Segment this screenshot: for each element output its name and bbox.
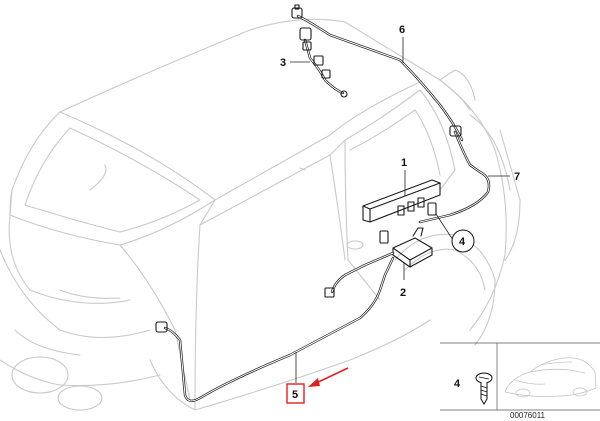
antenna-lead-harness [299,27,348,98]
callout-2: 2 [400,287,406,299]
antenna-tuner-unit [392,227,433,268]
rear-antenna-cable [418,125,491,224]
diagram-id: 00076011 [510,411,546,420]
antenna-amplifier [362,179,441,244]
screw-icon [475,372,493,405]
inset-panel: 4 00076011 [440,342,600,420]
highlight-arrow [308,367,349,387]
car-thumbnail-icon [504,357,597,398]
callout-6: 6 [399,24,405,36]
callout-7: 7 [514,171,520,183]
roof-antenna-cable [291,4,464,142]
callout-4-circled: 4 [451,229,475,253]
callout-leaders [290,37,510,383]
svg-text:4: 4 [459,236,466,248]
callout-5-highlighted: 5 [286,383,305,404]
svg-text:5: 5 [292,389,298,401]
callout-3: 3 [280,57,286,69]
antenna-cable-main [155,251,395,403]
callout-1: 1 [401,157,407,169]
car-body-outline [0,18,521,411]
inset-part-number: 4 [454,378,461,390]
